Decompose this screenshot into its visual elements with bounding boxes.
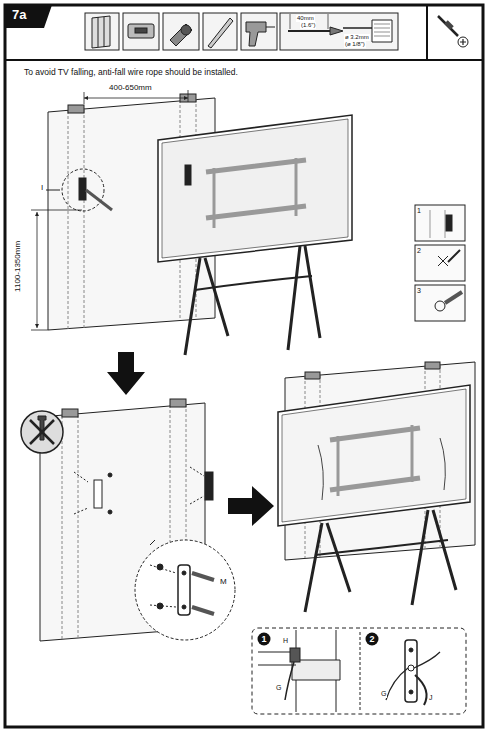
callout-number: 1 xyxy=(261,634,266,644)
step-tab: 7a xyxy=(8,7,44,27)
dimension: (ø 1/8") xyxy=(344,41,366,48)
step-number: 7a xyxy=(8,7,26,22)
part-letter: M xyxy=(219,578,228,587)
dimension: 400-650mm xyxy=(108,84,153,93)
tv-on-easel-installed xyxy=(278,362,475,612)
dimension: 1100-1350mm xyxy=(14,239,23,292)
callout-number: 3 xyxy=(417,287,421,294)
detail-inset xyxy=(252,628,466,714)
wall-panel-drilled xyxy=(21,399,235,641)
instruction-note: To avoid TV falling, anti-fall wire rope… xyxy=(24,68,238,77)
tool-icons xyxy=(85,13,471,50)
part-letter: I xyxy=(40,184,44,193)
callout-number: 2 xyxy=(417,247,421,254)
substep-box: 1 xyxy=(417,207,427,217)
tv-on-easel xyxy=(158,115,352,355)
step-circle: 1 xyxy=(257,632,271,646)
step-insets xyxy=(415,205,465,321)
callout-number: 1 xyxy=(417,207,421,214)
step-circle: 2 xyxy=(365,632,379,646)
part-letter: J xyxy=(428,694,434,702)
callout-number: 2 xyxy=(369,634,374,644)
part-letter: G xyxy=(380,690,387,698)
dimension: (1.6") xyxy=(300,22,316,29)
page-frame xyxy=(5,5,483,727)
part-letter: H xyxy=(282,637,289,645)
substep-box: 2 xyxy=(417,247,427,257)
part-letter: G xyxy=(275,684,282,692)
dimension: ø 3.2mm xyxy=(344,34,370,41)
substep-box: 3 xyxy=(417,287,427,297)
dimension: 40mm xyxy=(296,15,315,22)
